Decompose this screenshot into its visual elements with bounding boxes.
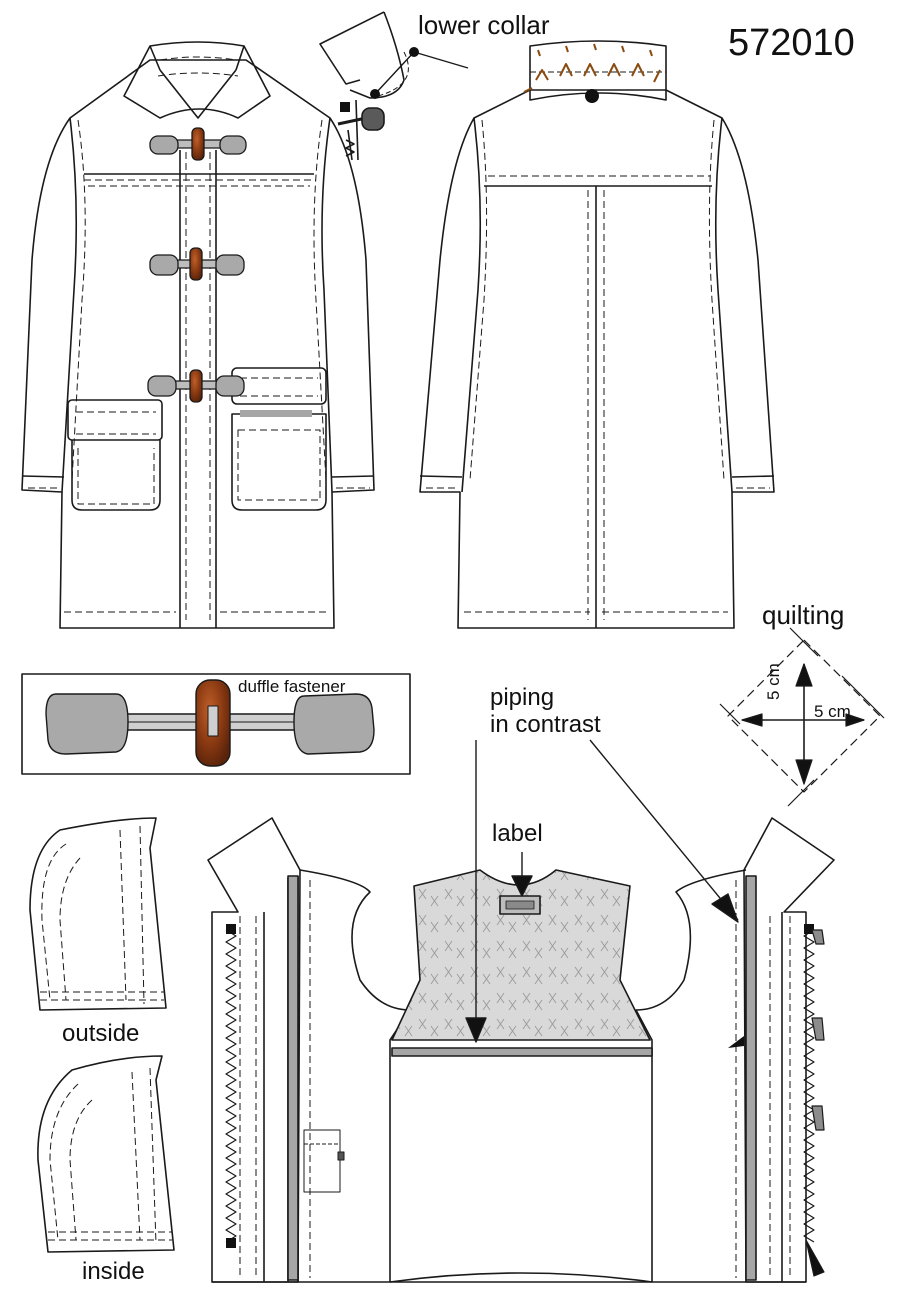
quilting-detail <box>719 627 885 807</box>
duffle-fastener-box <box>21 673 411 775</box>
duffle-fastener-label: duffle fastener <box>238 677 346 696</box>
facing-outside <box>29 817 167 1011</box>
hanger-loop-dot <box>585 89 599 103</box>
piping-label-line1: piping <box>490 684 555 711</box>
lining-piping <box>391 1047 653 1057</box>
front-view <box>21 41 375 629</box>
quilted-lining <box>391 869 651 1041</box>
dimension-horizontal: 5 cm <box>814 702 851 721</box>
back-view <box>419 40 775 629</box>
quilting-label: quilting <box>762 600 845 630</box>
inner-pocket <box>303 1129 345 1193</box>
collar-stitching <box>523 43 661 93</box>
front-toggles <box>147 127 247 403</box>
piping-label-line2: in contrast <box>490 711 601 738</box>
dimension-vertical: 5 cm <box>764 663 783 700</box>
style-number: 572010 <box>728 22 855 64</box>
inside-view <box>207 817 835 1283</box>
inside-label: inside <box>82 1258 145 1285</box>
duffle-fastener-icon <box>45 679 375 767</box>
facing-inside <box>37 1055 175 1253</box>
lower-collar-label: lower collar <box>418 10 550 40</box>
leader-arrows <box>465 739 739 1043</box>
lower-collar-detail <box>319 11 469 161</box>
label-label: label <box>492 820 543 847</box>
zipper-left <box>225 924 237 1248</box>
outside-label: outside <box>62 1020 140 1047</box>
zipper-right <box>803 924 825 1277</box>
